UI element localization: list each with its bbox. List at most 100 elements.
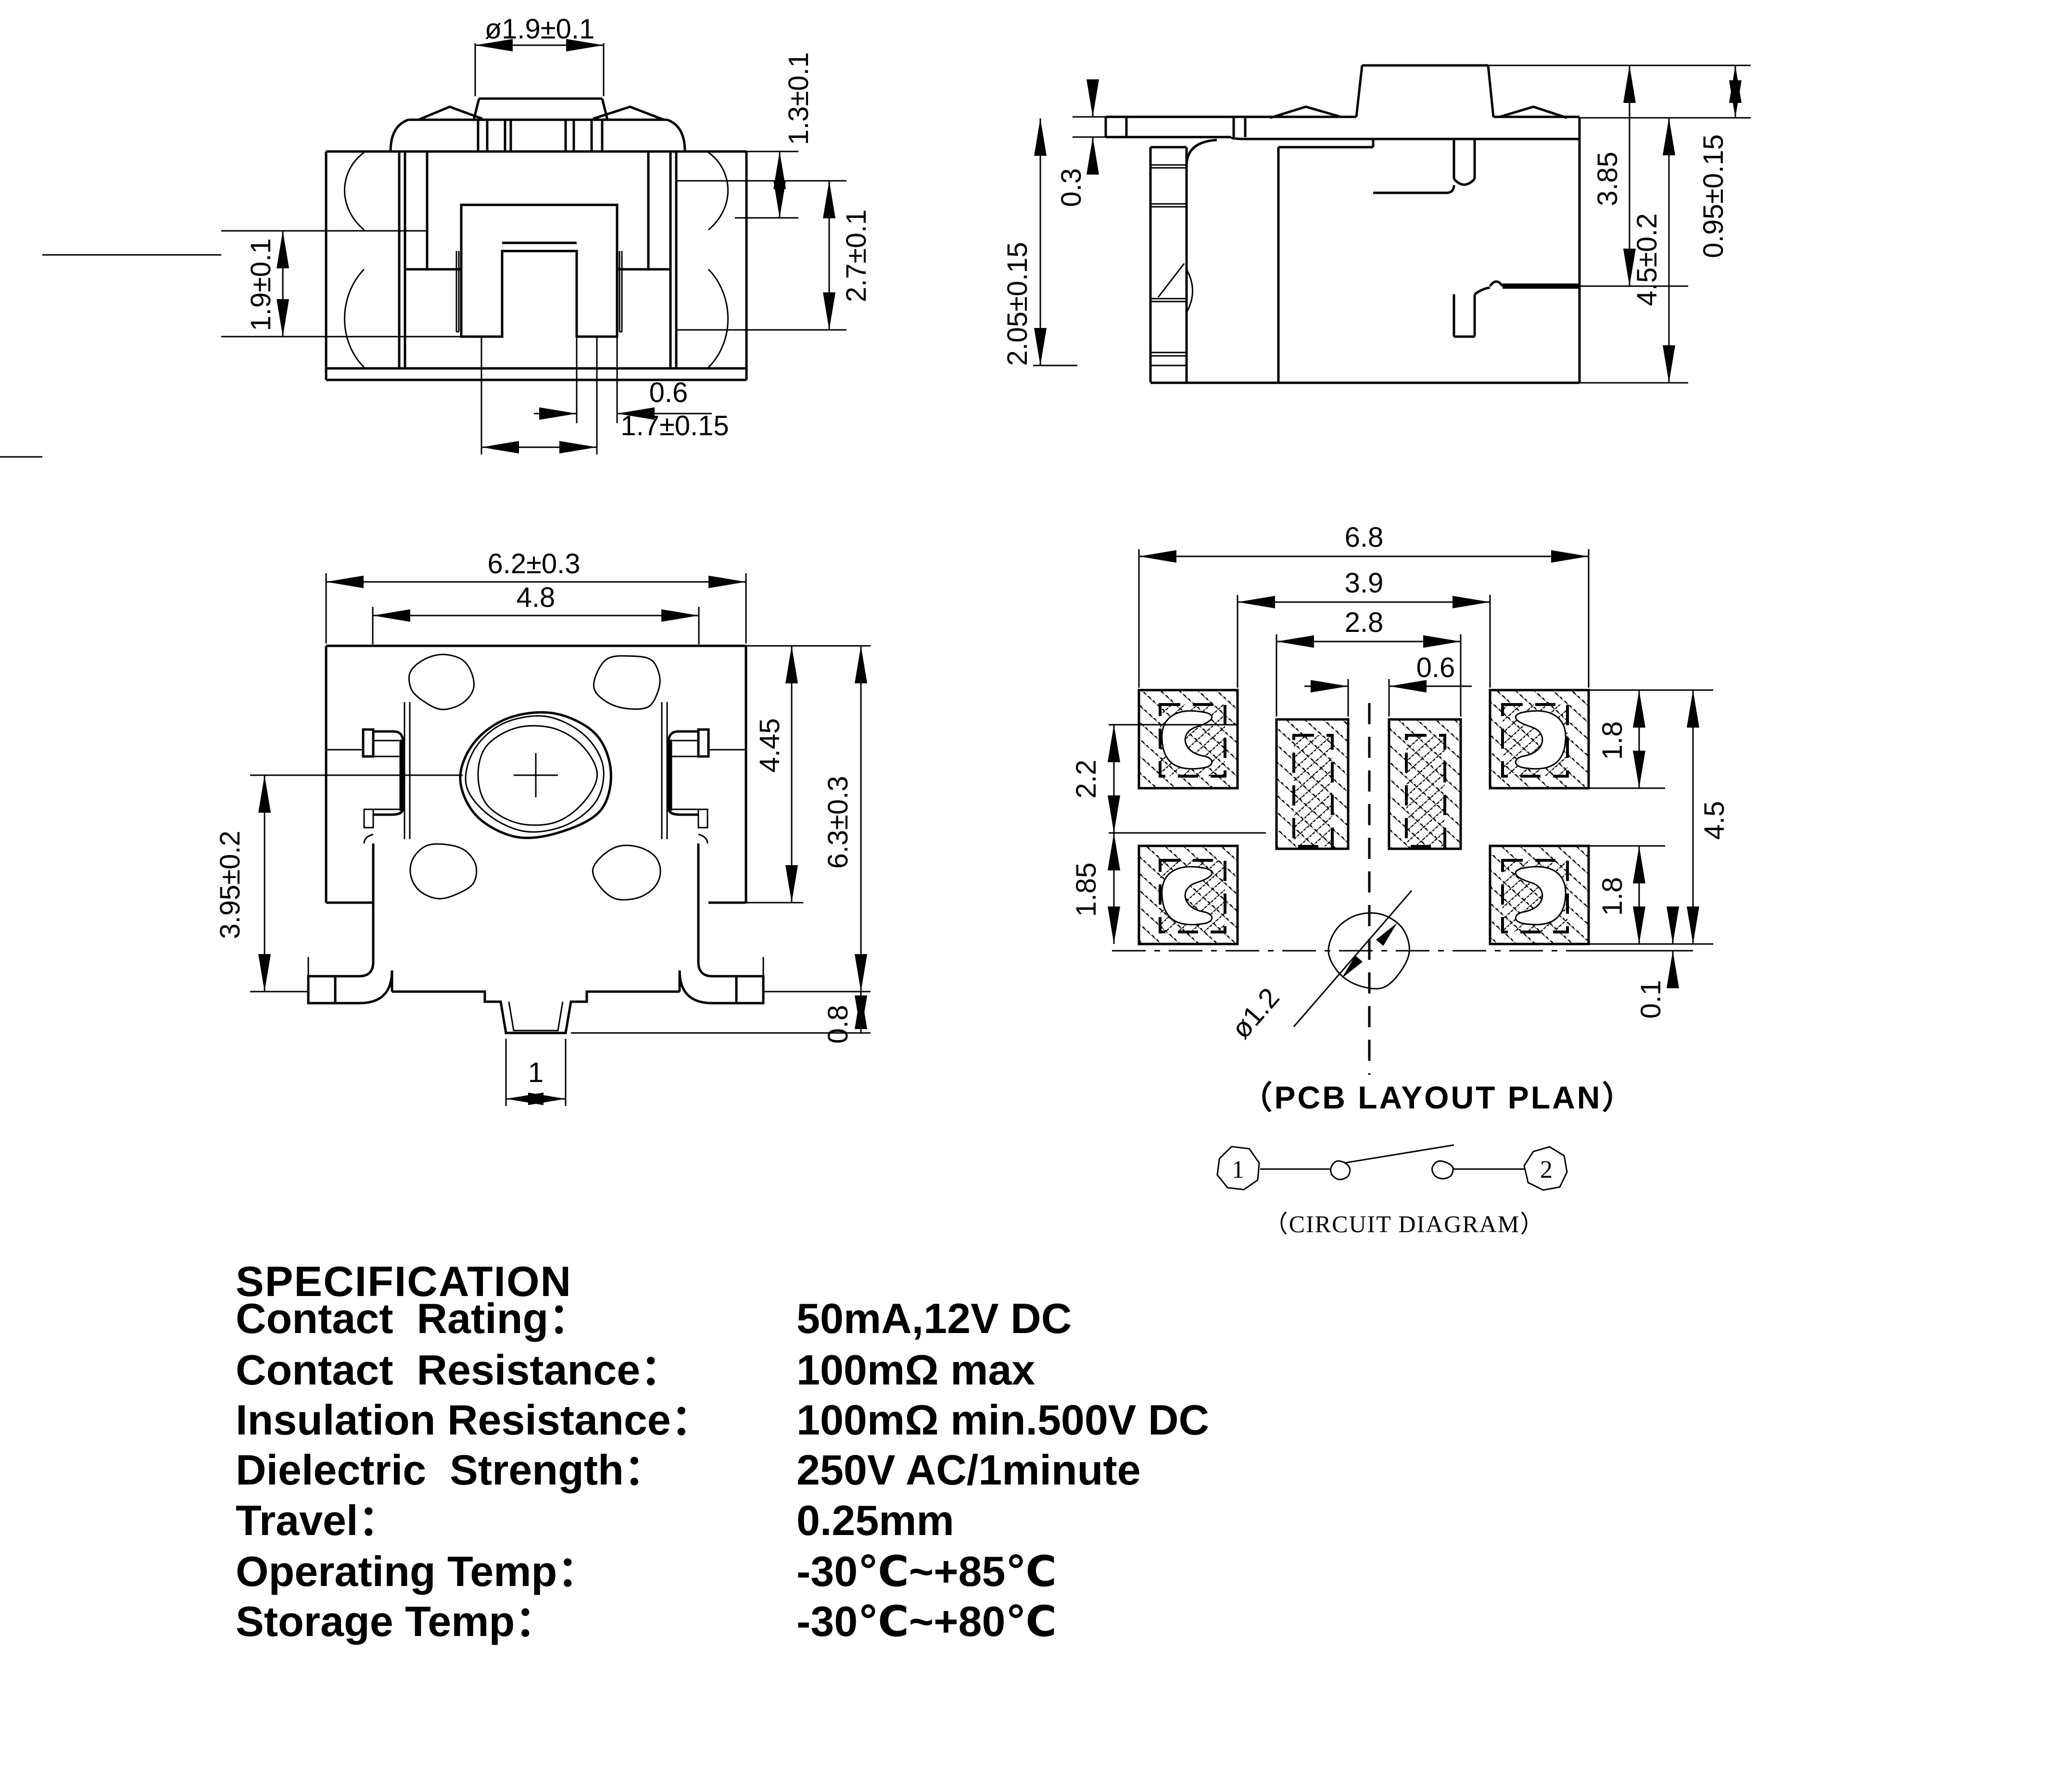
dim-label-pad-h1: 1.8 <box>1597 721 1628 760</box>
dimension-arrow <box>1423 635 1461 648</box>
dim-label-height-body: 2.7±0.1 <box>841 209 872 302</box>
dimension-arrow <box>1341 956 1363 979</box>
drawing-path <box>1330 1160 1351 1181</box>
drawing-path <box>1447 185 1455 194</box>
dimension-arrow <box>481 441 519 453</box>
dimension-arrow <box>475 39 513 51</box>
spec-row-value-2: 100mΩ min.500V DC <box>796 1396 1209 1444</box>
dimension-arrow <box>1623 249 1636 286</box>
dim-label-body-h: 6.3±0.3 <box>822 776 854 868</box>
drawing-path <box>593 105 664 121</box>
dim-label-tab-w: 1 <box>528 1057 543 1088</box>
drawing-path <box>392 990 680 1034</box>
top-view: 6.2±0.3 4.8 3.95±0.2 4.45 6.3±0.3 0.8 1 <box>215 548 871 1106</box>
pcb-caption: （PCB LAYOUT PLAN） <box>1241 1080 1636 1115</box>
dimension-arrow <box>1108 795 1120 833</box>
dimension-arrow <box>1687 906 1699 944</box>
pcb-layout-view: ø1.2 6.8 3.9 2.8 0.6 2.2 1.85 1.8 1.8 4.… <box>1071 522 1730 1115</box>
dimension-arrow <box>1108 725 1120 762</box>
drawing-path <box>1474 286 1491 296</box>
dimension-arrow <box>258 954 271 992</box>
drawing-path <box>1523 1146 1568 1191</box>
drawing-path <box>373 730 404 816</box>
drawing-path <box>592 844 661 901</box>
dimension-arrow <box>1667 951 1679 988</box>
dim-label-height-top: 1.3±0.1 <box>783 52 814 145</box>
dim-label-lead-width: 0.6 <box>649 377 688 408</box>
dim-label-w-outer: 3.9 <box>1345 567 1384 599</box>
drawing-path <box>389 118 409 152</box>
dimension-arrow <box>1551 550 1589 563</box>
dimension-arrow <box>1663 118 1675 155</box>
dim-label-row2: 1.85 <box>1071 863 1102 917</box>
dimension-arrow <box>277 299 289 337</box>
dim-label-pad-h2: 1.8 <box>1597 877 1628 916</box>
drawing-path <box>409 843 478 900</box>
dim-label-row1: 2.2 <box>1071 760 1102 799</box>
drawing-path <box>1489 280 1504 287</box>
spec-row-value-5: -30℃~+85℃ <box>796 1548 1057 1595</box>
dim-label-hole-off: 0.1 <box>1635 980 1667 1019</box>
spec-row-label-3: Dielectric Strength： <box>236 1446 666 1494</box>
dimension-arrow <box>1238 596 1275 608</box>
circuit-caption: （CIRCUIT DIAGRAM） <box>1264 1210 1545 1237</box>
drawing-path <box>1185 138 1217 166</box>
dimension-arrow <box>617 407 655 420</box>
circuit-pin1-label: 1 <box>1232 1156 1244 1183</box>
drawing-path <box>418 105 483 121</box>
dimension-arrow <box>785 865 798 903</box>
dimension-arrow <box>1087 137 1099 175</box>
drawing-path <box>667 730 698 816</box>
drawing-path <box>667 118 686 152</box>
dimension-arrow <box>1623 65 1636 103</box>
drawing-path <box>459 711 612 839</box>
dim-label-h-seat: 3.85 <box>1592 152 1623 206</box>
drawing-path <box>593 655 661 710</box>
drawing-path <box>344 268 365 368</box>
spec-row-label-2: Insulation Resistance： <box>236 1396 713 1444</box>
dimension-arrow <box>855 995 867 1033</box>
dim-label-cover-w: 4.8 <box>517 582 556 613</box>
drawing-path <box>1499 105 1567 119</box>
drawing-path <box>1216 1145 1260 1191</box>
specification-table: SPECIFICATION Contact Rating： 50mA,12V D… <box>236 1258 1209 1645</box>
dimension-arrow <box>277 231 289 268</box>
dim-label-lead-pitch: 1.7±0.15 <box>620 410 729 441</box>
dim-label-tape-thk: 0.3 <box>1056 168 1087 207</box>
dimension-arrow <box>1389 680 1427 692</box>
circuit-diagram: 1 2 （CIRCUIT DIAGRAM） <box>1216 1144 1568 1237</box>
terminal-cutout <box>1515 710 1567 770</box>
drawing-path <box>708 268 729 368</box>
dimension-arrow <box>855 954 867 992</box>
dimension-arrow <box>1633 690 1645 728</box>
dimension-arrow <box>773 151 786 189</box>
dimension-arrow <box>326 576 364 588</box>
dimension-arrow <box>1633 846 1645 883</box>
dimension-arrow <box>559 441 597 453</box>
dimension-arrow <box>539 407 577 420</box>
dimension-arrow <box>1276 635 1314 648</box>
dim-label-h-stem: 0.95±0.15 <box>1698 134 1729 258</box>
dim-label-foot-h: 0.8 <box>822 1005 854 1044</box>
spec-row-value-4: 0.25mm <box>796 1497 954 1544</box>
front-view: ø1.9±0.1 1.9±0.1 1.3±0.1 2.7±0.1 0.6 1.7… <box>0 13 872 458</box>
spec-row-label-4: Travel： <box>236 1497 400 1544</box>
drawing-line <box>1293 890 1413 1027</box>
dimension-arrow <box>773 180 786 218</box>
dim-label-center-off: 3.95±0.2 <box>215 831 246 939</box>
drawing-path <box>1270 105 1341 119</box>
spec-row-label-6: Storage Temp： <box>236 1598 557 1645</box>
dimension-arrow <box>1633 751 1645 788</box>
dim-label-hole-dia: ø1.2 <box>1226 982 1286 1045</box>
dimension-arrow <box>785 646 798 683</box>
drawing-path <box>307 961 393 1005</box>
dim-label-panel-cut: 1.9±0.1 <box>245 238 277 331</box>
spec-title: SPECIFICATION <box>236 1258 572 1305</box>
dimension-arrow <box>1729 80 1742 118</box>
terminal-cutout <box>1161 866 1213 926</box>
drawing-path <box>508 1001 564 1032</box>
dimension-arrow <box>528 1093 566 1105</box>
drawing-path <box>465 715 605 833</box>
